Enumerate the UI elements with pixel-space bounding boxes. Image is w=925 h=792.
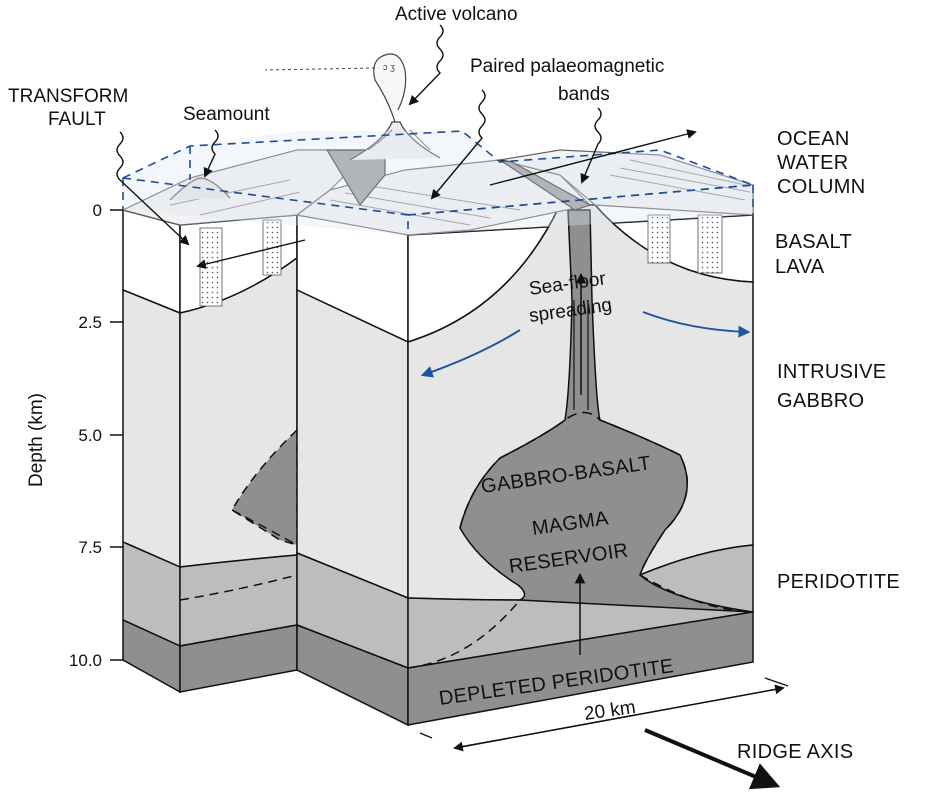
annotation-arrows (110, 24, 789, 790)
depth-tick-label: 2.5 (78, 313, 102, 332)
label-transform-fault-2: FAULT (48, 109, 106, 130)
transform-fault-pointer (116, 131, 190, 246)
depth-tick-label: 10.0 (69, 651, 102, 670)
depth-tick-label: 7.5 (78, 538, 102, 557)
label-transform-fault-1: TRANSFORM (8, 86, 128, 107)
bands-pointer-right (580, 107, 602, 184)
label-ocean-2: WATER (777, 152, 849, 174)
depth-tick-label: 5.0 (78, 426, 102, 445)
label-gabbro-1: INTRUSIVE (777, 361, 886, 383)
label-gabbro-2: GABBRO (777, 390, 864, 412)
depth-tick-label: 0 (93, 201, 102, 220)
ridge-axis-arrow (644, 728, 781, 790)
bands-pointer-left (430, 89, 486, 200)
palaeomagnetic-band (697, 214, 723, 274)
main-block (296, 204, 754, 727)
label-basalt-1: BASALT (775, 231, 852, 253)
label-active-volcano: Active volcano (395, 4, 518, 25)
left-block (122, 209, 298, 694)
svg-text:ɔ ʒ: ɔ ʒ (383, 62, 395, 72)
volcano-plume (373, 53, 407, 123)
ocean-water-column (122, 130, 754, 235)
label-ridge-axis: RIDGE AXIS (737, 741, 853, 763)
label-paired-bands-1: Paired palaeomagnetic (470, 56, 664, 77)
seamount (169, 177, 231, 201)
label-scale: 20 km (583, 697, 637, 725)
active-volcano-cone (349, 121, 441, 161)
left-front-magma (230, 428, 298, 547)
spreading-arrow-right (642, 311, 751, 338)
spreading-arrow-left (420, 329, 521, 378)
seamount-pointer (203, 129, 219, 178)
palaeomagnetic-band (647, 214, 671, 264)
main-front-depleted (407, 611, 754, 726)
palaeomagnetic-band (199, 227, 223, 307)
label-peridotite: PERIDOTITE (777, 571, 900, 593)
left-face-gabbro (122, 288, 181, 569)
volcano-pointer (408, 24, 444, 106)
label-ocean-3: COLUMN (777, 176, 865, 198)
main-left-face-gabbro (296, 288, 409, 600)
label-paired-bands-2: bands (558, 84, 610, 105)
label-ocean-1: OCEAN (777, 128, 850, 150)
label-seamount: Seamount (183, 104, 270, 125)
label-basalt-2: LAVA (775, 256, 825, 278)
depth-axis-title: Depth (km) (26, 393, 47, 487)
